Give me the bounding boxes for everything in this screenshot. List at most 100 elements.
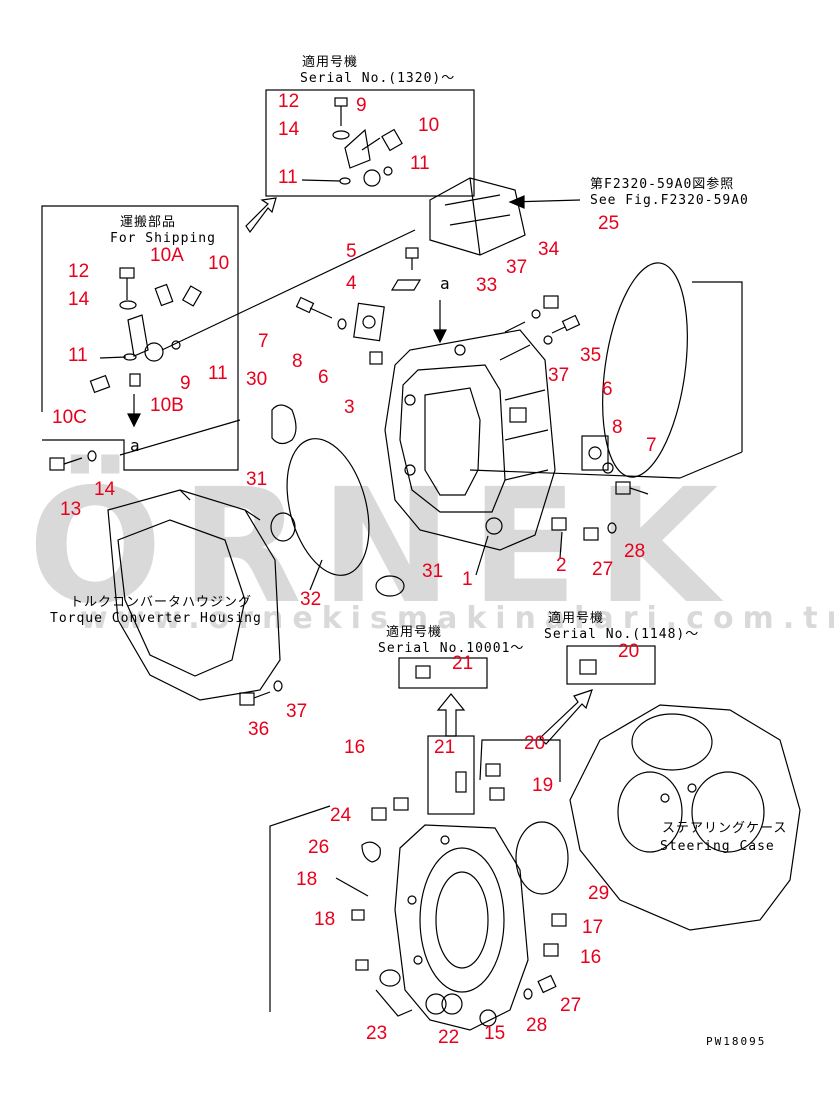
plug-31-a bbox=[270, 512, 296, 542]
callout-37: 37 bbox=[548, 365, 570, 386]
callout-35: 35 bbox=[580, 345, 602, 366]
note-ref-jp: 第F2320-59A0図参照 bbox=[590, 177, 735, 192]
arrow-to-reference-fig bbox=[508, 195, 581, 209]
small-bolts-main bbox=[49, 247, 649, 541]
callout-26: 26 bbox=[308, 837, 330, 858]
callout-30: 30 bbox=[246, 369, 268, 390]
leader-1 bbox=[475, 535, 489, 576]
callout-20: 20 bbox=[524, 733, 546, 754]
callout-14: 14 bbox=[94, 479, 116, 500]
callout-27: 27 bbox=[592, 559, 614, 580]
note-shipping-en: For Shipping bbox=[110, 231, 216, 246]
callout-7: 7 bbox=[646, 435, 657, 456]
callout-21: 21 bbox=[452, 653, 474, 674]
callout-16: 16 bbox=[344, 737, 366, 758]
note-torque-en: Torque Converter Housing bbox=[50, 611, 262, 626]
callout-27: 27 bbox=[560, 995, 582, 1016]
torque-converter-housing bbox=[107, 489, 283, 706]
callout-12: 12 bbox=[278, 91, 300, 112]
callout-32: 32 bbox=[300, 589, 322, 610]
callout-33: 33 bbox=[476, 275, 498, 296]
note-shipping-jp: 運搬部品 bbox=[120, 215, 177, 230]
note-serial-1148-en: Serial No.(1148)～ bbox=[544, 627, 700, 642]
drawing-number: PW18095 bbox=[706, 1035, 767, 1048]
callout-6: 6 bbox=[602, 379, 613, 400]
callout-19: 19 bbox=[532, 775, 554, 796]
note-torque-jp: トルクコンバータハウジング bbox=[70, 595, 253, 610]
o-ring-25 bbox=[602, 262, 688, 478]
callout-9: 9 bbox=[356, 95, 367, 116]
callout-4: 4 bbox=[346, 273, 357, 294]
o-ring-29 bbox=[515, 821, 569, 895]
callout-8: 8 bbox=[292, 351, 303, 372]
callout-11: 11 bbox=[278, 167, 298, 188]
note-serial-10001-jp: 適用号機 bbox=[386, 625, 443, 640]
callout-10: 10 bbox=[418, 115, 440, 136]
callout-10a: 10A bbox=[150, 245, 184, 266]
callout-37: 37 bbox=[286, 701, 308, 722]
callout-21: 21 bbox=[434, 737, 456, 758]
callout-10b: 10B bbox=[150, 395, 184, 416]
leader-bracket-25 bbox=[692, 281, 743, 452]
leader-line-b bbox=[119, 419, 241, 456]
callout-29: 29 bbox=[588, 883, 610, 904]
callout-6: 6 bbox=[318, 367, 329, 388]
callout-2: 2 bbox=[556, 555, 567, 576]
arrow-to-serial-10001-inset bbox=[436, 693, 466, 737]
note-serial-1320-en: Serial No.(1320)～ bbox=[300, 71, 456, 86]
plug-31-b bbox=[375, 575, 405, 597]
lower-case-part-15 bbox=[394, 824, 529, 1031]
leader-2 bbox=[559, 531, 563, 559]
callout-10: 10 bbox=[208, 253, 230, 274]
inset-serial-10001-box bbox=[398, 657, 488, 689]
callout-5: 5 bbox=[346, 241, 357, 262]
inset-serial-1320-box bbox=[265, 89, 475, 197]
inset-plug-20-box bbox=[479, 739, 561, 782]
steering-case bbox=[569, 704, 801, 931]
callout-18: 18 bbox=[296, 869, 318, 890]
callout-36: 36 bbox=[248, 719, 270, 740]
note-steering-en: Steering Case bbox=[660, 839, 775, 854]
leader-line-a bbox=[161, 229, 416, 351]
callout-14: 14 bbox=[278, 119, 300, 140]
callout-15: 15 bbox=[484, 1023, 506, 1044]
callout-31: 31 bbox=[422, 561, 444, 582]
callout-24: 24 bbox=[330, 805, 352, 826]
callout-12: 12 bbox=[68, 261, 90, 282]
watermark-brand: ÖRNEK bbox=[28, 455, 737, 639]
o-ring-32 bbox=[286, 438, 370, 576]
callout-11: 11 bbox=[410, 153, 430, 174]
callout-11: 11 bbox=[208, 363, 228, 384]
view-mark-a-inset: a bbox=[130, 436, 141, 455]
note-serial-10001-en: Serial No.10001～ bbox=[378, 641, 525, 656]
lower-case-small-parts bbox=[335, 659, 597, 1015]
callout-3: 3 bbox=[344, 397, 355, 418]
watermark-url: www.ornekismakinalari.com.tr bbox=[80, 601, 834, 636]
callout-23: 23 bbox=[366, 1023, 388, 1044]
callout-17: 17 bbox=[582, 917, 604, 938]
view-mark-a-main: a bbox=[440, 274, 451, 293]
inset-1320-parts bbox=[301, 97, 403, 187]
callout-8: 8 bbox=[612, 417, 623, 438]
callout-11: 11 bbox=[68, 345, 88, 366]
leader-23 bbox=[375, 989, 413, 1017]
inset-serial-1148-box bbox=[566, 645, 656, 685]
cover-plate-6-left bbox=[353, 302, 385, 342]
note-steering-jp: ステアリングケース bbox=[662, 821, 788, 836]
callout-18: 18 bbox=[314, 909, 336, 930]
callout-28: 28 bbox=[624, 541, 646, 562]
inset-shipping-box bbox=[41, 205, 239, 471]
callout-20: 20 bbox=[618, 641, 640, 662]
note-serial-1320-jp: 適用号機 bbox=[302, 55, 359, 70]
callout-22: 22 bbox=[438, 1027, 460, 1048]
callout-1: 1 bbox=[462, 569, 473, 590]
inset-shipping-parts bbox=[89, 267, 203, 394]
leader-bracket-lower bbox=[269, 805, 331, 1012]
callout-16: 16 bbox=[580, 947, 602, 968]
arrow-to-serial-1320-inset bbox=[245, 197, 277, 234]
callout-10c: 10C bbox=[52, 407, 87, 428]
leader-32 bbox=[309, 559, 323, 591]
arrow-to-serial-1148-inset bbox=[539, 689, 593, 745]
